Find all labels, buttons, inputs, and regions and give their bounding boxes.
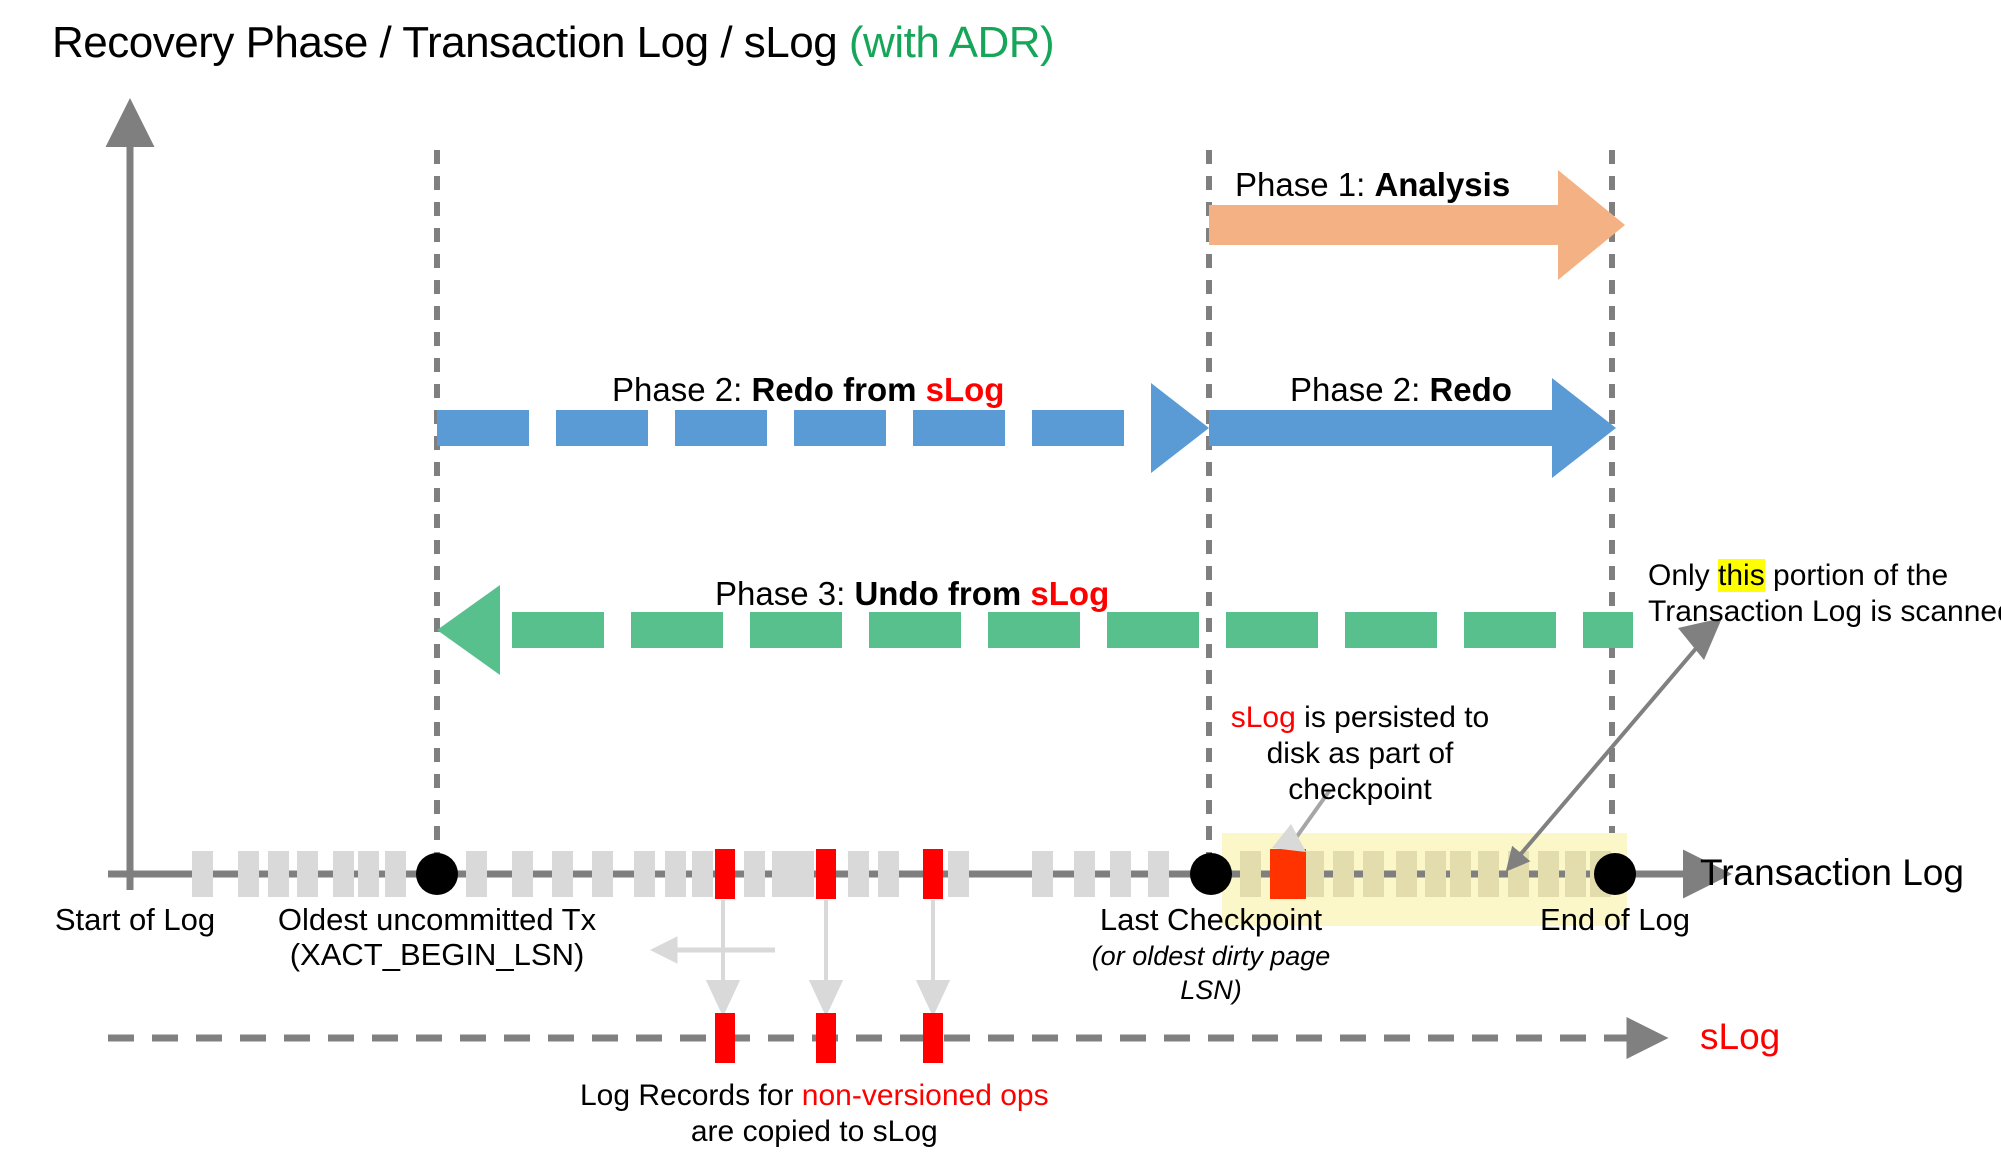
phase-3-undo-from-slog-arrow xyxy=(437,585,1633,675)
marker-dot-last-checkpoint xyxy=(1190,853,1232,895)
non-versioned-log-records xyxy=(715,849,943,899)
phase-2-redo-from-slog-label: Phase 2: Redo from sLog xyxy=(612,371,1004,409)
note-copied-red: non-versioned ops xyxy=(801,1079,1049,1112)
slog-record-3 xyxy=(923,1013,943,1063)
phase-2-redo-from-slog-arrow xyxy=(437,383,1209,473)
axis-label-transaction-log: Transaction Log xyxy=(1700,852,1964,893)
page-title: Recovery Phase / Transaction Log / sLog … xyxy=(52,18,1055,68)
note-scanned-highlight: this xyxy=(1718,559,1765,592)
callout-head-slog-persist xyxy=(1272,824,1306,852)
marker-checkpoint-sub2: LSN) xyxy=(1180,975,1242,1006)
phase-2a-prefix: Phase 2: xyxy=(612,371,752,408)
note-copied-to-slog: Log Records for non-versioned ops are co… xyxy=(580,1078,1049,1150)
phase-2-redo-arrow xyxy=(1209,378,1616,478)
phase-3-label: Phase 3: Undo from sLog xyxy=(715,575,1109,613)
marker-label-oldest-uncommitted: Oldest uncommitted Tx (XACT_BEGIN_LSN) xyxy=(262,902,612,972)
phase-2b-strong: Redo xyxy=(1429,371,1512,408)
note-slog-persist-l1: is persisted to xyxy=(1295,701,1490,734)
note-slog-persist: sLog is persisted to disk as part of che… xyxy=(1230,700,1490,808)
axis-label-slog: sLog xyxy=(1700,1016,1781,1057)
note-slog-persist-slog: sLog xyxy=(1230,701,1296,734)
phase-3-strong-slog: sLog xyxy=(1030,575,1110,612)
phase-1-prefix: Phase 1: xyxy=(1235,166,1375,203)
note-slog-persist-l2: disk as part of xyxy=(1266,737,1454,770)
note-scanned-pre: Only xyxy=(1648,559,1719,592)
note-scanned: Only this portion of the Transaction Log… xyxy=(1648,558,2001,630)
slog-checkpoint-record xyxy=(1270,849,1306,899)
marker-oldest-sub: (XACT_BEGIN_LSN) xyxy=(289,936,585,972)
phase-2-redo-label: Phase 2: Redo xyxy=(1290,371,1512,409)
slog-record-1 xyxy=(715,1013,735,1063)
slog-records xyxy=(715,1013,943,1063)
callout-head-scanned xyxy=(1678,618,1722,660)
log-record-red-3 xyxy=(923,849,943,899)
marker-dot-oldest-uncommitted xyxy=(416,853,458,895)
note-slog-persist-l3: checkpoint xyxy=(1288,773,1432,806)
log-record-red-2 xyxy=(816,849,836,899)
marker-label-start-of-log: Start of Log xyxy=(54,902,216,937)
phase-2b-prefix: Phase 2: xyxy=(1290,371,1430,408)
note-scanned-post: portion of the xyxy=(1764,559,1949,592)
marker-label-end-of-log: End of Log xyxy=(1540,902,1690,937)
marker-oldest-main: Oldest uncommitted Tx xyxy=(277,902,597,937)
phase-3-prefix: Phase 3: xyxy=(715,575,855,612)
phase-2a-strong: Redo from xyxy=(751,371,926,408)
record-copy-arrows xyxy=(650,900,951,1017)
marker-checkpoint-main: Last Checkpoint xyxy=(1099,902,1323,937)
transaction-log-records xyxy=(192,851,1611,897)
phase-1-strong: Analysis xyxy=(1374,166,1511,203)
phase-1-label: Phase 1: Analysis xyxy=(1235,166,1510,204)
log-record-red-1 xyxy=(715,849,735,899)
slog-record-2 xyxy=(816,1013,836,1063)
phase-2a-strong-slog: sLog xyxy=(925,371,1005,408)
marker-label-last-checkpoint: Last Checkpoint (or oldest dirty page LS… xyxy=(1086,902,1336,1007)
note-copied-l2: are copied to sLog xyxy=(690,1115,938,1148)
page-title-adr: (with ADR) xyxy=(848,18,1055,67)
marker-dot-end-of-log xyxy=(1594,853,1636,895)
page-title-main: Recovery Phase / Transaction Log / sLog xyxy=(52,18,849,67)
marker-checkpoint-sub: (or oldest dirty page xyxy=(1091,940,1331,971)
phase-3-strong: Undo from xyxy=(854,575,1031,612)
note-copied-pre: Log Records for xyxy=(580,1079,802,1112)
phase-1-analysis-arrow xyxy=(1209,170,1625,280)
callout-leader-scanned xyxy=(1505,630,1712,872)
note-scanned-l2: Transaction Log is scanned. xyxy=(1648,595,2001,628)
